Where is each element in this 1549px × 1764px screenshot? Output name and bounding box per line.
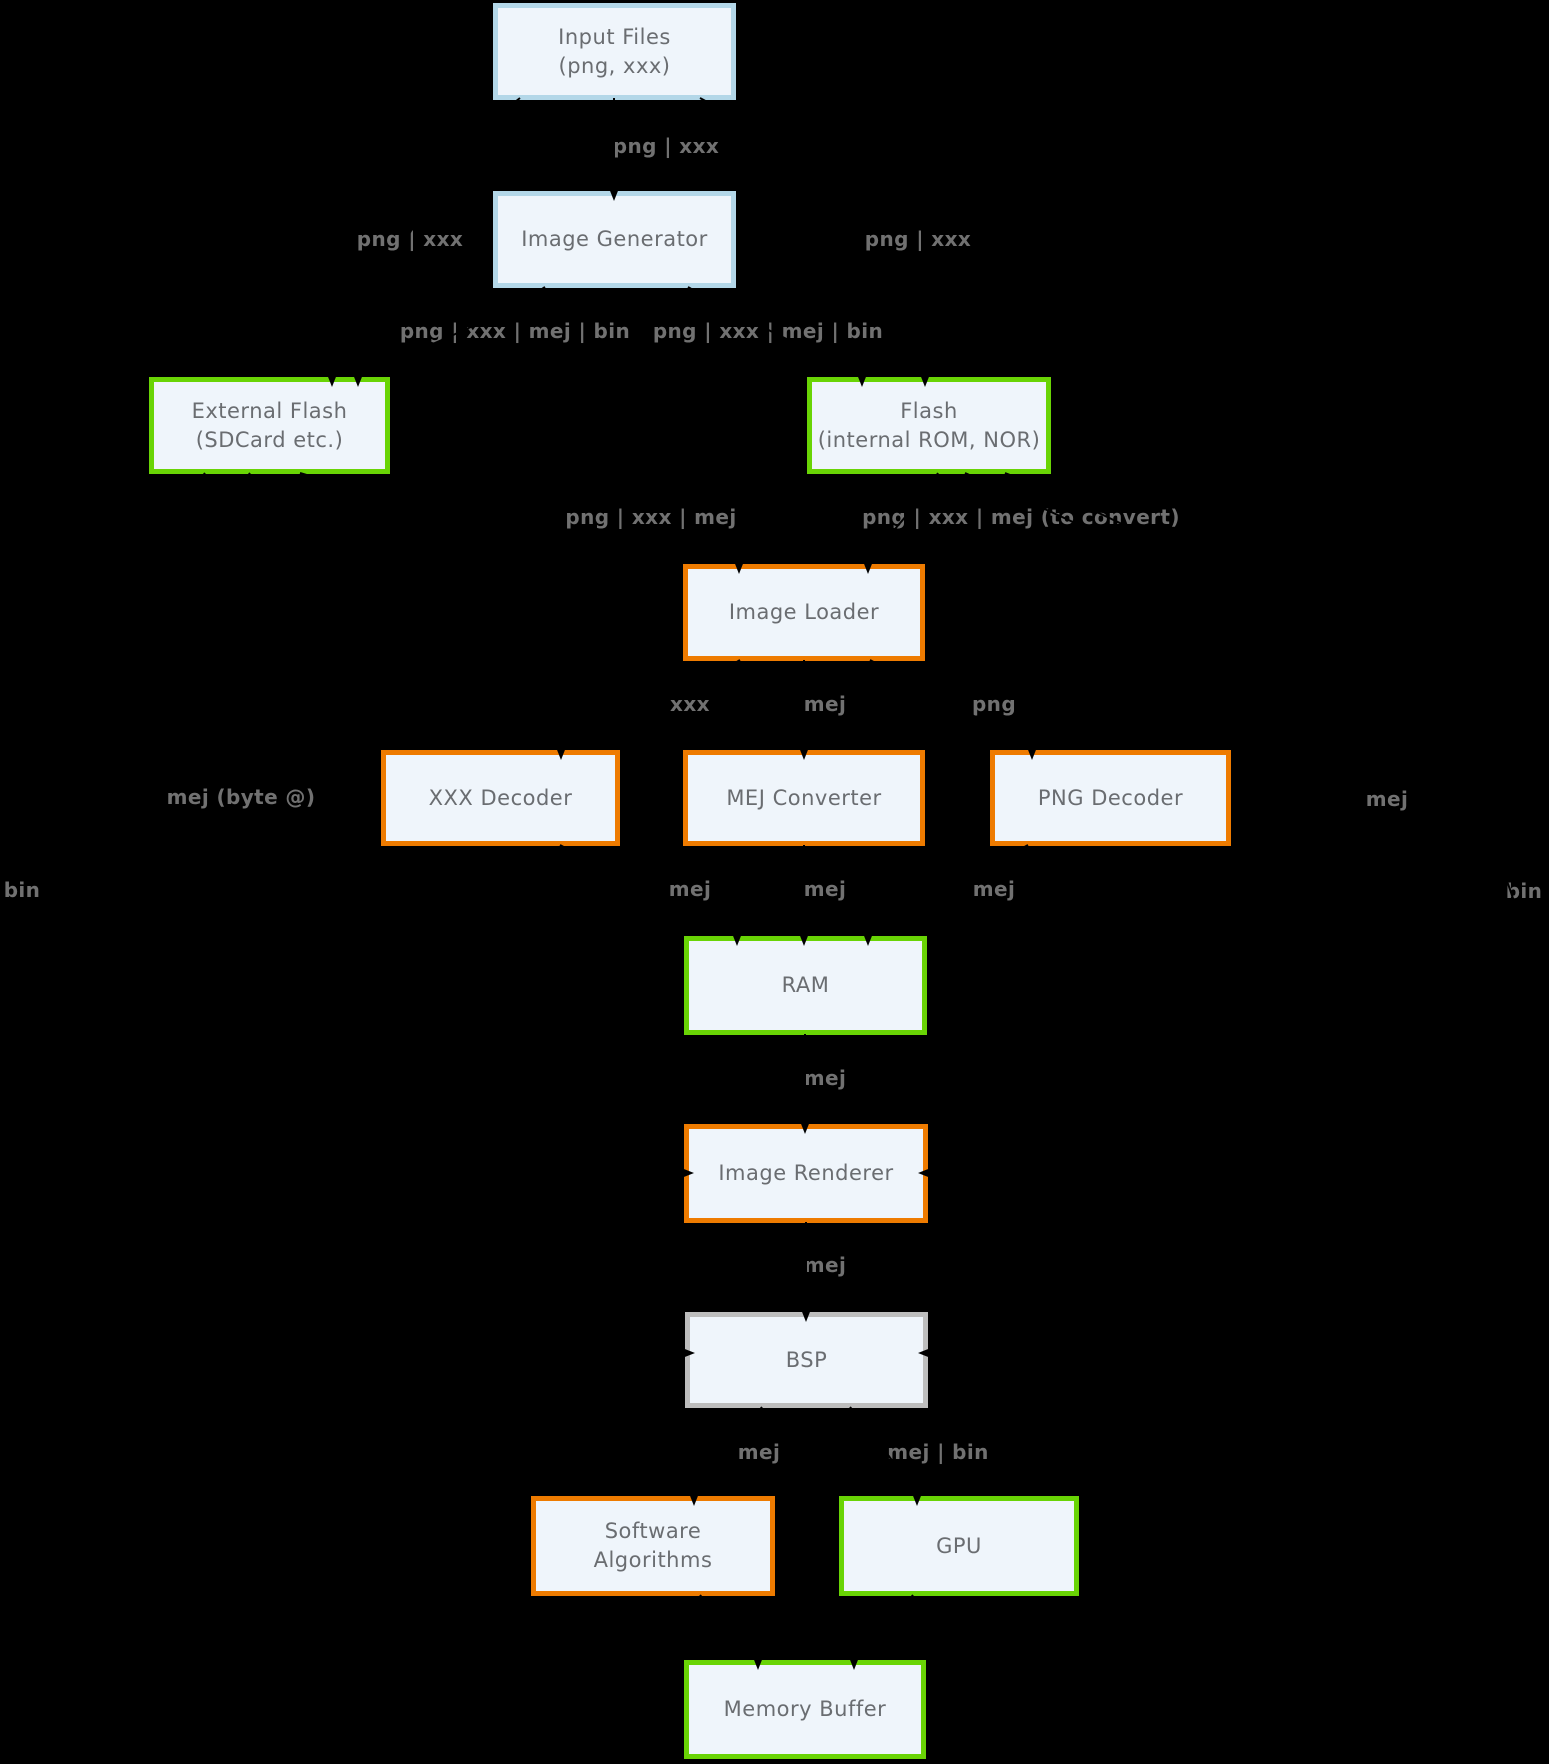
edge-label-flash-to-bsp: bin [1505, 879, 1543, 903]
node-label-line: RAM [781, 973, 830, 997]
edge-label-bsp-to-gpu: mej | bin [887, 1440, 989, 1464]
edge-label-input-files-to-external-flash: png | xxx [356, 227, 464, 251]
node-bsp: BSP [685, 1312, 928, 1408]
node-memory-buffer: Memory Buffer [684, 1660, 926, 1759]
node-label-line: (png, xxx) [558, 53, 671, 78]
edge-label-image-loader-to-mej-converter: mej [803, 692, 847, 716]
node-ram: RAM [684, 936, 927, 1035]
node-label-line: Input Files [558, 24, 671, 49]
node-image-loader: Image Loader [683, 564, 925, 661]
edge-label-mej-converter-to-ram: mej [803, 877, 847, 901]
edge-label-flash-to-image-loader: png | xxx | mej (to convert) [862, 505, 1180, 529]
edge-label-input-files-to-flash: png | xxx [864, 227, 972, 251]
node-label-line: (internal ROM, NOR) [817, 427, 1041, 452]
edge-label-flash-to-image-renderer: mej [1365, 787, 1409, 811]
edge-label-external-flash-to-bsp: bin [3, 878, 41, 902]
edge-label-xxx-decoder-to-ram: mej [668, 877, 712, 901]
node-label-line: (SDCard etc.) [195, 427, 344, 452]
node-label-line: Software [604, 1519, 702, 1543]
edge-label-image-loader-to-png-decoder: png [971, 692, 1017, 716]
node-label-line: MEJ Converter [726, 785, 882, 810]
edge-label-external-flash-to-image-loader: png | xxx | mej [565, 505, 737, 529]
edge-label-image-renderer-to-bsp: mej [803, 1253, 847, 1277]
node-label-line: Flash [900, 398, 958, 423]
edge-label-image-generator-to-external-flash: png | xxx | mej | bin [399, 319, 631, 343]
edge-label-bsp-to-software-algorithms: mej [737, 1440, 781, 1464]
edge-label-ram-to-image-renderer: mej [803, 1066, 847, 1090]
node-label-line: Image Loader [728, 600, 880, 624]
node-gpu: GPU [839, 1496, 1079, 1596]
node-label-line: GPU [936, 1533, 982, 1558]
edge-label-image-generator-to-flash: png | xxx | mej | bin [652, 319, 884, 343]
edge-label-png-decoder-to-ram: mej [972, 877, 1016, 901]
node-external-flash: External Flash (SDCard etc.) [149, 377, 390, 474]
node-input-files: Input Files (png, xxx) [493, 3, 736, 100]
node-label-line: Image Generator [521, 227, 708, 251]
node-label-line: External Flash [191, 398, 348, 423]
edge-label-external-flash-to-image-renderer: mej (byte @) [166, 785, 316, 809]
node-label-line: Algorithms [593, 1548, 713, 1572]
node-label-line: BSP [785, 1347, 828, 1372]
edge-label-image-loader-to-xxx-decoder: xxx [670, 692, 710, 716]
node-label-line: Image Renderer [718, 1161, 894, 1185]
edge-label-input-files-to-image-generator: png | xxx [612, 134, 720, 158]
node-label-line: Memory Buffer [723, 1697, 887, 1721]
node-flash: Flash (internal ROM, NOR) [807, 377, 1051, 474]
